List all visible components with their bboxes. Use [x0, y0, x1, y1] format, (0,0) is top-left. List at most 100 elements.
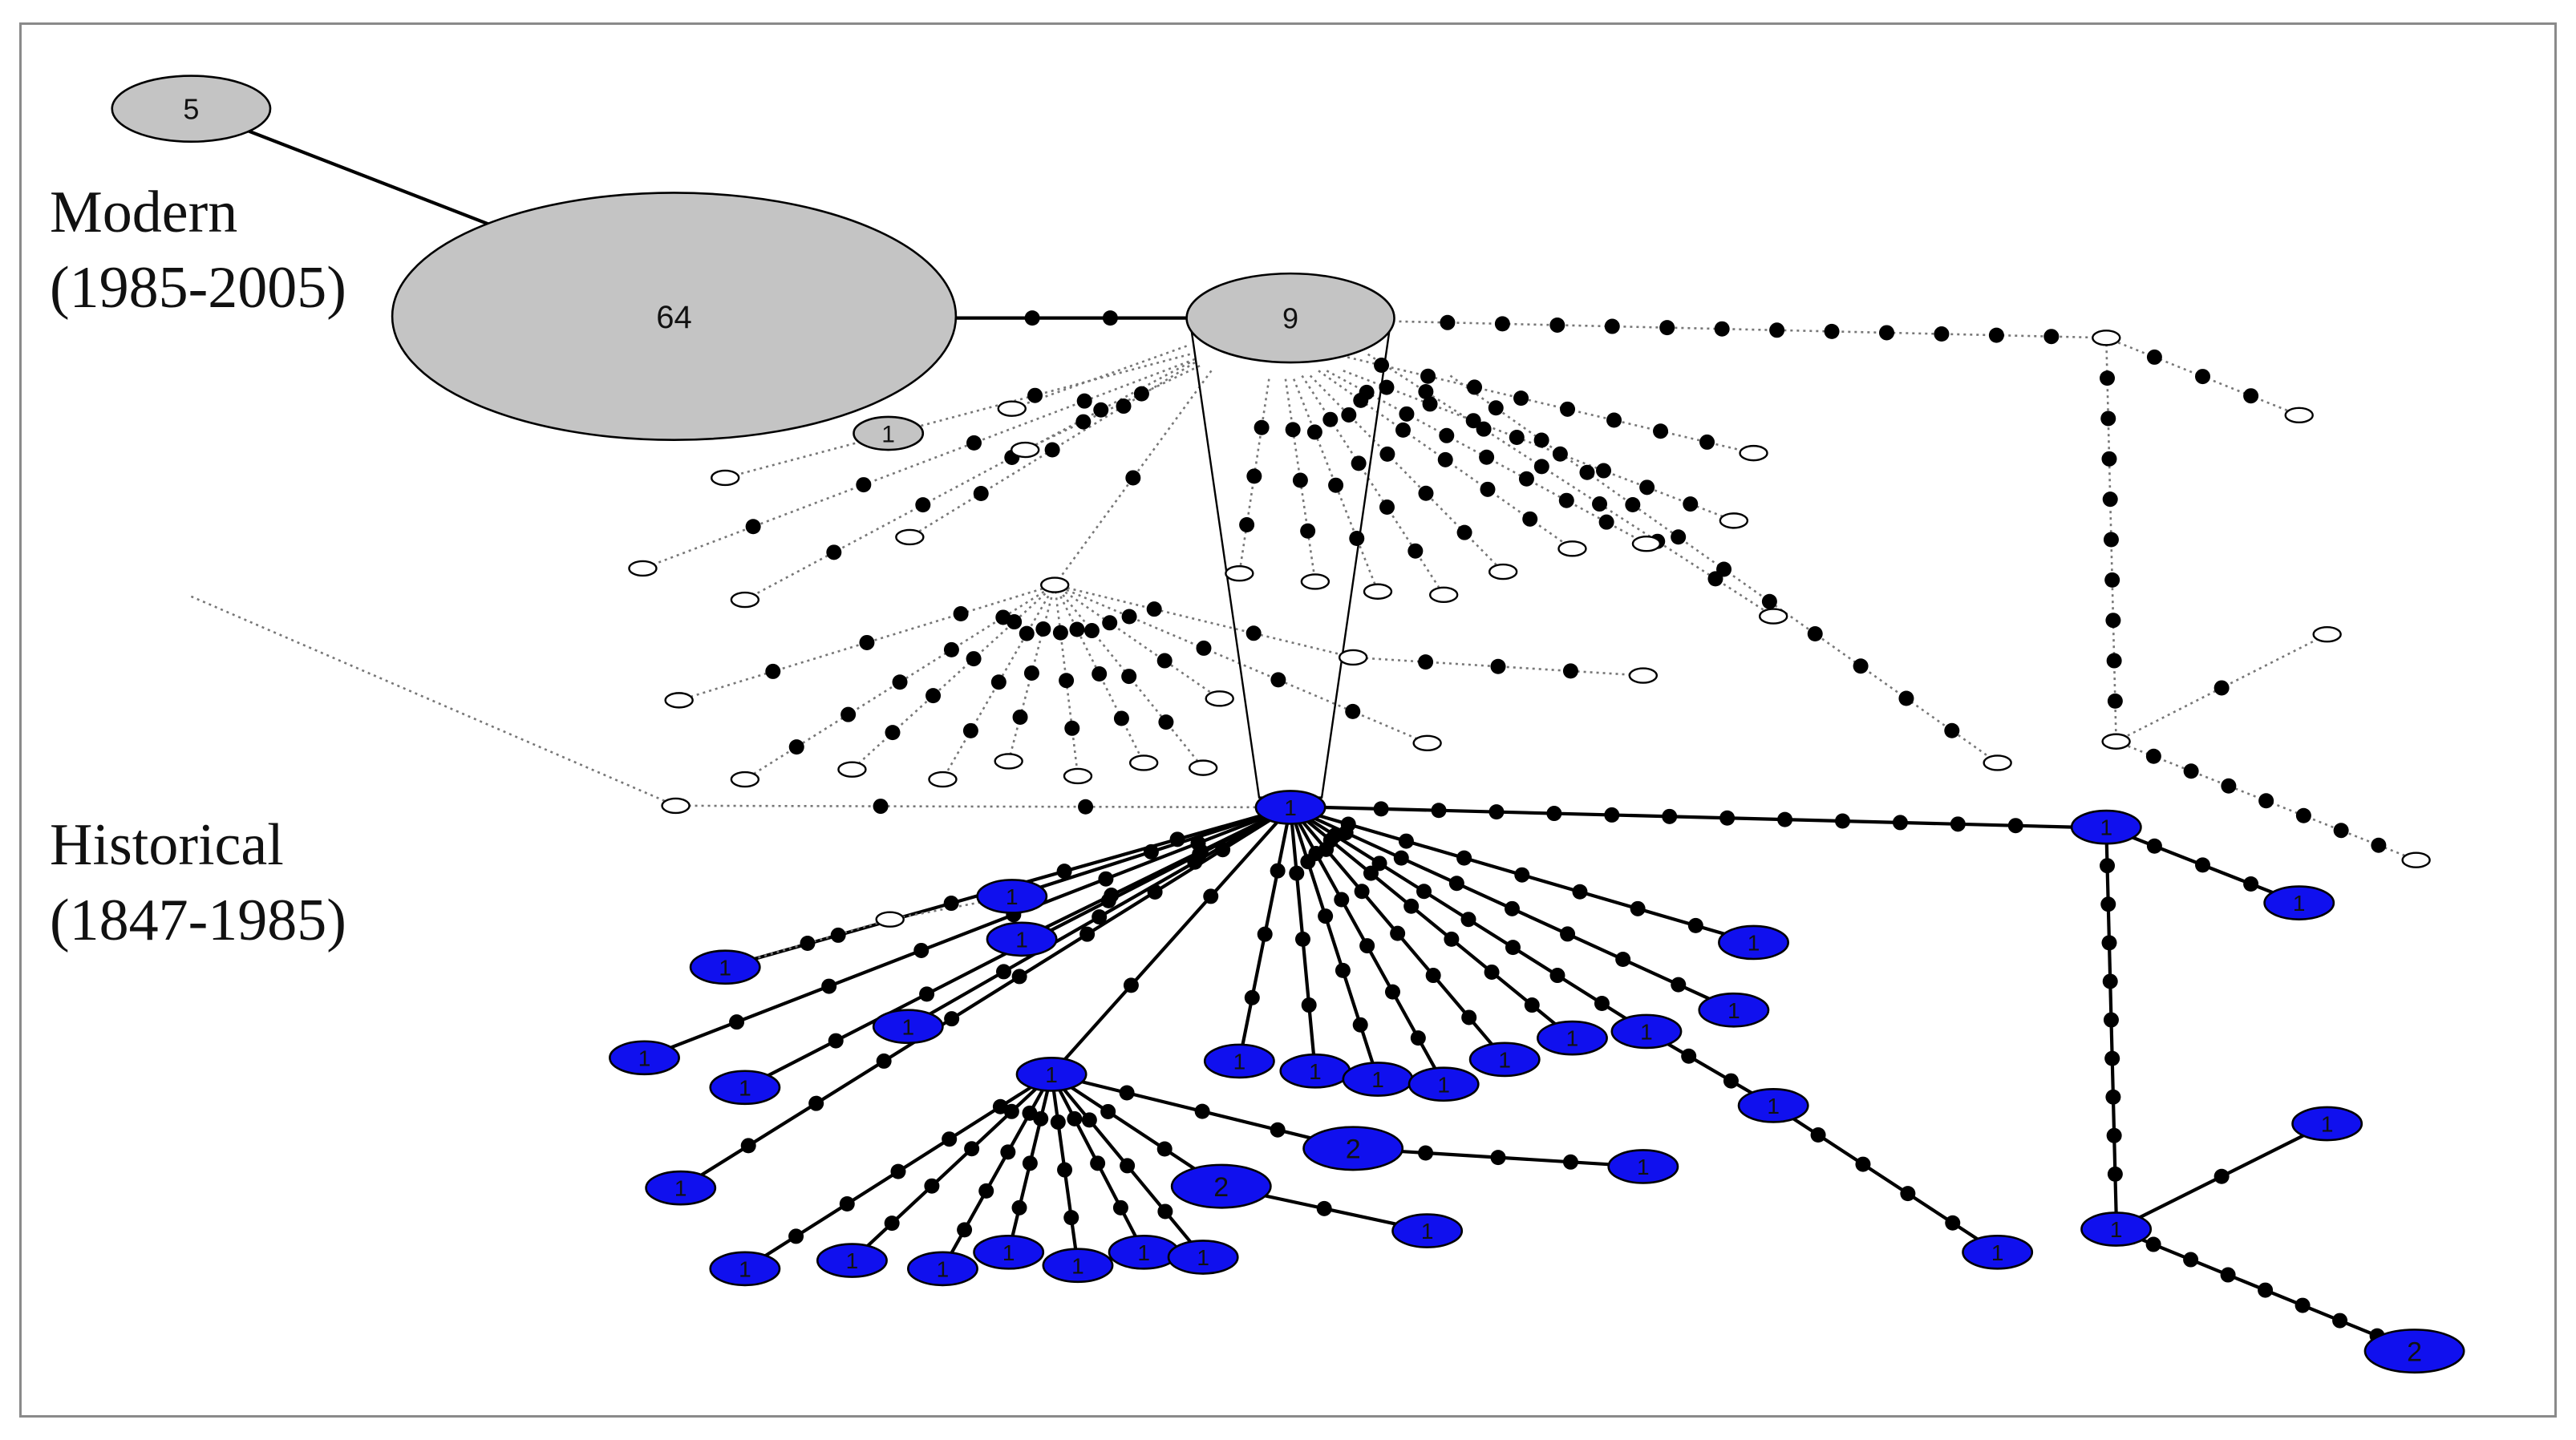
intermediate-dot: [924, 1178, 940, 1194]
intermediate-dot: [1300, 523, 1316, 539]
intermediate-dot: [1900, 1186, 1916, 1202]
unsampled-haplotype-node: [1063, 767, 1093, 785]
intermediate-dot: [915, 497, 931, 513]
intermediate-dot: [2107, 693, 2123, 709]
intermediate-dot: [944, 1011, 960, 1027]
intermediate-dot: [1100, 1103, 1116, 1119]
haplotype-node-h-two-a: 2: [1170, 1163, 1272, 1209]
dotted-link: [1284, 378, 1317, 582]
intermediate-dot: [839, 1196, 855, 1212]
intermediate-dot: [856, 477, 872, 493]
intermediate-dot: [1090, 1155, 1106, 1171]
intermediate-dot: [1143, 843, 1159, 860]
intermediate-dot: [800, 935, 816, 951]
intermediate-dot: [1024, 310, 1040, 326]
intermediate-dot: [1079, 926, 1096, 942]
intermediate-dot: [964, 1141, 980, 1157]
intermediate-dot: [1022, 1155, 1038, 1171]
intermediate-dot: [1560, 401, 1576, 417]
intermediate-dot: [1285, 422, 1301, 438]
haplotype-node-shape: [2291, 1106, 2363, 1142]
intermediate-dot: [1257, 926, 1273, 942]
unsampled-haplotype-node: [730, 771, 760, 788]
haplotype-node-h-s7: 1: [1167, 1240, 1239, 1275]
unsampled-haplotype-node: [1719, 512, 1749, 529]
dotted-link: [1343, 370, 1735, 522]
haplotype-count-label: 1: [1767, 1094, 1780, 1118]
intermediate-dot: [1448, 876, 1464, 892]
unsampled-haplotype-node: [730, 591, 760, 609]
unsampled-haplotype-node: [1631, 535, 1662, 552]
haplotype-count-label: 1: [2110, 1217, 2123, 1242]
intermediate-dot: [1533, 432, 1549, 448]
intermediate-dot: [1420, 368, 1436, 384]
intermediate-dot: [2258, 1282, 2274, 1298]
intermediate-dot: [1116, 398, 1132, 415]
unsampled-haplotype-node: [837, 761, 867, 778]
unsampled-haplotype-node: [2284, 407, 2314, 424]
intermediate-dot: [1373, 801, 1389, 817]
unsampled-haplotype-node: [1983, 754, 2012, 771]
intermediate-dot: [1059, 673, 1075, 689]
solid-link: [679, 806, 1292, 1190]
intermediate-dot: [1719, 810, 1736, 826]
intermediate-dot: [966, 651, 982, 667]
haplotype-node-shape: [1167, 1240, 1239, 1275]
intermediate-dot: [1662, 808, 1678, 824]
intermediate-dot: [1505, 940, 1521, 956]
haplotype-node-h-low: 1: [2080, 1211, 2153, 1247]
intermediate-dot: [1549, 968, 1565, 984]
intermediate-dot: [1169, 831, 1185, 847]
haplotype-count-label: 1: [2321, 1112, 2334, 1137]
intermediate-dot: [2333, 823, 2349, 839]
unsampled-haplotype-node: [1739, 444, 1768, 462]
dotted-link: [1054, 584, 1221, 700]
intermediate-dot: [1533, 459, 1549, 475]
intermediate-dot: [2105, 613, 2121, 629]
intermediate-dot: [1416, 884, 1432, 900]
intermediate-dot: [1855, 1156, 1871, 1172]
haplotype-node-h-f1: 1: [1203, 1043, 1275, 1079]
haplotype-node-h-f8: 1: [1698, 992, 1770, 1028]
haplotype-node-h-two-a-tip: 1: [1391, 1213, 1464, 1248]
haplotype-node-h-f10: 1: [1737, 1088, 1809, 1123]
haplotype-count-label: 1: [2100, 815, 2113, 840]
intermediate-dot: [892, 674, 908, 690]
haplotype-node-shape: [2363, 1329, 2465, 1374]
intermediate-dot: [990, 674, 1007, 690]
unsampled-haplotype-node: [928, 771, 958, 788]
intermediate-dot: [943, 641, 959, 657]
intermediate-dot: [1334, 892, 1350, 908]
haplotype-node-shape: [816, 1243, 888, 1278]
haplotype-node-shape: [1607, 1149, 1679, 1184]
intermediate-dot: [1494, 316, 1510, 332]
dotted-link: [642, 358, 1196, 570]
intermediate-dot: [1063, 1210, 1079, 1226]
intermediate-dot: [1341, 407, 1357, 423]
intermediate-dot: [1093, 402, 1109, 418]
intermediate-dot: [1306, 424, 1322, 440]
intermediate-dot: [2220, 1267, 2236, 1283]
haplotype-node-shape: [1185, 272, 1395, 364]
haplotype-count-label: 1: [674, 1176, 687, 1201]
intermediate-dot: [966, 435, 982, 451]
intermediate-dot: [1456, 524, 1472, 540]
unsampled-haplotype-node: [1225, 564, 1254, 582]
dotted-link: [942, 584, 1056, 780]
intermediate-dot: [1196, 640, 1212, 656]
unsampled-haplotype-node: [2101, 733, 2131, 750]
haplotype-node-shape: [1170, 1163, 1272, 1209]
intermediate-dot: [1121, 609, 1137, 625]
intermediate-dot: [1465, 413, 1481, 429]
intermediate-dot: [925, 688, 942, 704]
haplotype-node-shape: [1962, 1234, 2034, 1270]
haplotype-node-h-s4: 1: [973, 1234, 1045, 1270]
historical-label-title: Historical: [50, 812, 284, 878]
haplotype-count-label: 64: [656, 300, 692, 335]
intermediate-dot: [1156, 1141, 1173, 1157]
intermediate-dot: [1490, 658, 1506, 674]
haplotype-node-h-f7: 1: [1610, 1013, 1683, 1050]
intermediate-dot: [2183, 763, 2199, 779]
intermediate-dot: [1123, 977, 1139, 993]
